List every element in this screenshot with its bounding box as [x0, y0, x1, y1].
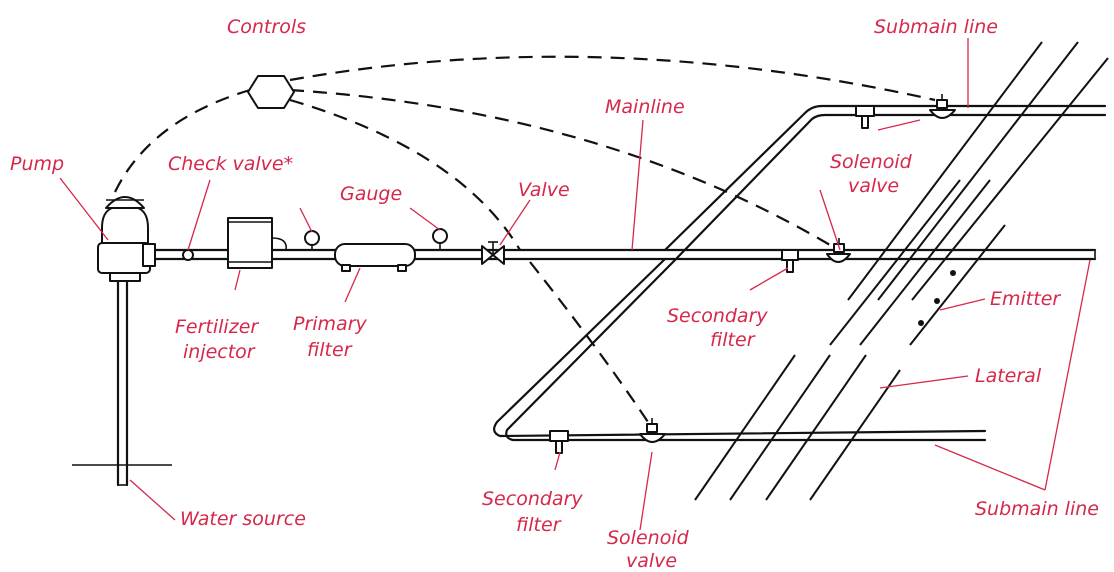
lateral-line — [829, 179, 961, 346]
pump-icon — [97, 196, 156, 282]
secondary-filter-icon — [855, 105, 875, 129]
mainline-pipe — [148, 248, 1097, 261]
label-primary-filter: Primary — [293, 313, 368, 335]
pipes — [72, 104, 1107, 487]
lateral-line — [694, 354, 796, 501]
lateral-line — [909, 224, 1006, 346]
emitter-dot — [950, 270, 956, 276]
label-solenoid-valve-mid: Solenoid — [830, 151, 913, 173]
label-fertilizer-injector-2: injector — [183, 341, 256, 363]
label-secondary-filter-low-2: filter — [516, 514, 562, 536]
label-secondary-filter-mid-2: filter — [710, 329, 756, 351]
gauge-icon — [432, 228, 448, 250]
label-pump: Pump — [10, 153, 64, 175]
label-mainline: Mainline — [605, 96, 685, 118]
label-emitter: Emitter — [990, 288, 1061, 310]
lateral-line — [729, 354, 831, 501]
gauge-icon — [304, 230, 320, 250]
label-lateral: Lateral — [975, 365, 1042, 387]
lateral-line — [859, 179, 991, 346]
label-submain-line-bottom: Submain line — [975, 498, 1099, 520]
secondary-filter-icon — [549, 430, 569, 454]
emitters — [918, 270, 956, 326]
lateral-line — [809, 369, 901, 501]
primary-filter-icon — [334, 243, 416, 272]
laterals — [694, 41, 1109, 501]
check-valve-icon — [182, 249, 194, 261]
solenoid-valve-icon — [639, 418, 666, 443]
fertilizer-injector-icon — [227, 217, 288, 269]
lateral-line — [765, 354, 867, 501]
secondary-filter-icon — [781, 249, 799, 273]
label-solenoid-valve-low-2: valve — [626, 550, 677, 572]
valve-icon — [481, 241, 505, 265]
label-gauge: Gauge — [340, 183, 402, 205]
emitter-dot — [934, 298, 940, 304]
label-submain-line-top: Submain line — [874, 16, 998, 38]
labels: Controls Submain line Mainline Pump Chec… — [10, 16, 1099, 572]
solenoid-valve-icon — [929, 94, 956, 119]
label-solenoid-valve-low: Solenoid — [607, 527, 690, 549]
label-solenoid-valve-mid-2: valve — [848, 175, 899, 197]
label-secondary-filter-low: Secondary — [482, 488, 583, 510]
label-primary-filter-2: filter — [307, 339, 353, 361]
control-lines — [114, 55, 936, 426]
label-check-valve: Check valve* — [168, 153, 293, 175]
lateral-line — [877, 41, 1079, 301]
label-fertilizer-injector: Fertilizer — [175, 316, 259, 338]
label-water-source: Water source — [180, 508, 306, 530]
emitter-dot — [918, 320, 924, 326]
controls-hexagon-icon — [247, 75, 295, 109]
label-controls: Controls — [227, 16, 306, 38]
label-valve: Valve — [518, 179, 570, 201]
lateral-line — [847, 41, 1043, 301]
leader-lines — [59, 38, 1091, 531]
label-secondary-filter-mid: Secondary — [667, 305, 768, 327]
